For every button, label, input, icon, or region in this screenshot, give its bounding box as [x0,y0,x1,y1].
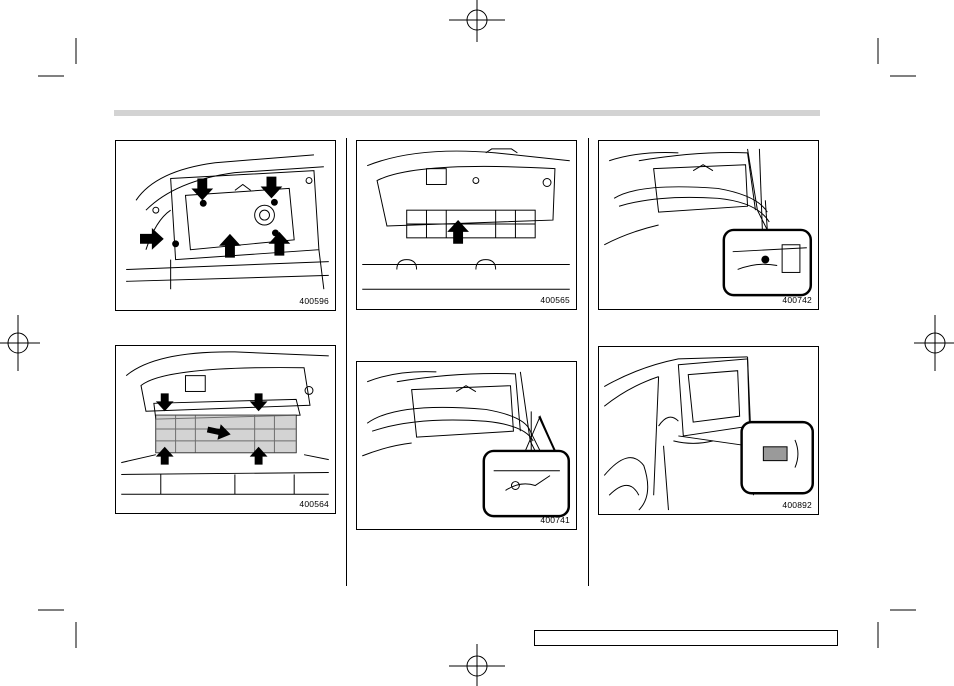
column-divider-left [346,138,347,586]
figure-filter-removal: 400564 [115,345,336,514]
figure-id-label: 400564 [299,499,329,509]
figure-id-label: 400742 [782,295,812,305]
figure-id-label: 400892 [782,500,812,510]
column-divider-right [588,138,589,586]
figure-glovebox-damper: 400741 [356,361,577,530]
figure-id-label: 400741 [540,515,570,525]
filter-insert-arrow-icon [357,141,576,309]
figure-filter-cover: 400596 [115,140,336,311]
figure-id-label: 400596 [299,296,329,306]
glovebox-damper-detail-icon [357,362,576,529]
figure-id-label: 400565 [540,295,570,305]
car-door-interior-light-switch-icon [599,347,818,514]
figure-glovebox-damper-attach: 400742 [598,140,819,310]
filter-pull-out-arrows-icon [116,346,335,513]
glovebox-damper-attach-detail-icon [599,141,818,309]
figure-door-switch: 400892 [598,346,819,515]
footer-page-box [534,630,838,646]
filter-cover-screws-arrows-icon [116,141,335,310]
figure-filter-insert: 400565 [356,140,577,310]
header-rule-bar [114,110,820,116]
